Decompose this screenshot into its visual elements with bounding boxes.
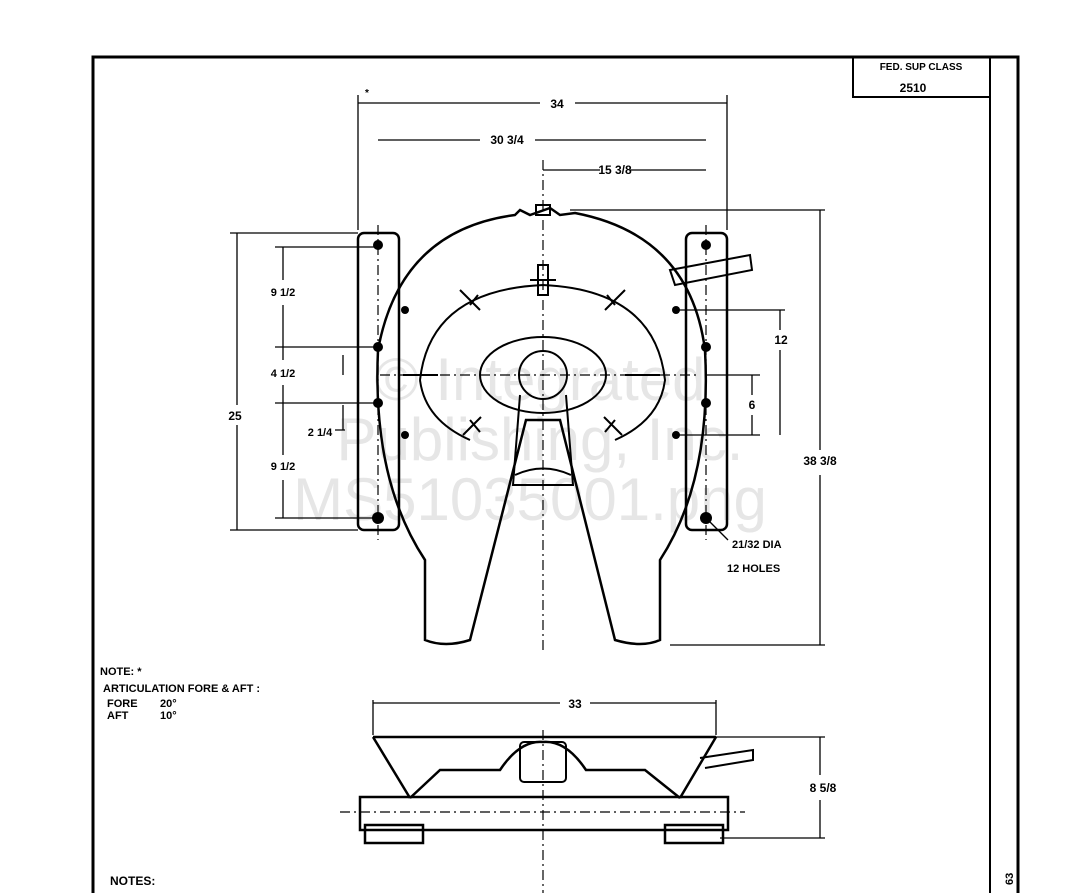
center-lines [377,160,707,650]
watermark: © Integrated Publishing, Inc. MS51035001… [293,346,767,533]
svg-text:2510: 2510 [900,81,927,95]
svg-text:38 3/8: 38 3/8 [803,454,837,468]
svg-text:Publishing, Inc.: Publishing, Inc. [337,406,744,473]
svg-text:FORE: FORE [107,698,138,710]
articulation-note: NOTE: * ARTICULATION FORE & AFT : FORE 2… [100,666,260,722]
svg-text:34: 34 [550,97,564,111]
svg-text:10°: 10° [160,710,177,722]
svg-text:6: 6 [749,398,756,412]
svg-text:2 1/4: 2 1/4 [308,427,333,439]
svg-text:*: * [365,88,369,99]
side-view [340,700,825,893]
svg-text:AFT: AFT [107,710,129,722]
svg-text:25: 25 [228,409,242,423]
title-block: FED. SUP CLASS 2510 [880,62,963,95]
svg-text:NOTE: *: NOTE: * [100,666,142,678]
notes-heading: NOTES: [110,874,155,888]
svg-text:33: 33 [568,697,582,711]
svg-text:15 3/8: 15 3/8 [598,163,632,177]
svg-text:ARTICULATION FORE & AFT :: ARTICULATION FORE & AFT : [103,683,260,695]
dimension-texts: * 34 30 3/4 15 3/8 38 3/8 25 9 1/2 4 1/2… [228,88,837,795]
dimension-lines [230,95,825,646]
drawing-frame [91,55,1020,893]
svg-text:9 1/2: 9 1/2 [271,287,295,299]
svg-text:12: 12 [774,333,788,347]
svg-text:© Integrated: © Integrated [374,346,705,413]
svg-text:FED. SUP CLASS: FED. SUP CLASS [880,62,963,73]
svg-text:8 5/8: 8 5/8 [810,781,837,795]
svg-text:12 HOLES: 12 HOLES [727,563,780,575]
svg-text:20°: 20° [160,698,177,710]
svg-text:21/32 DIA: 21/32 DIA [732,539,782,551]
sheet-reference: 63 [1004,873,1016,885]
svg-text:4 1/2: 4 1/2 [271,368,295,380]
svg-text:30 3/4: 30 3/4 [490,133,524,147]
svg-text:9 1/2: 9 1/2 [271,461,295,473]
